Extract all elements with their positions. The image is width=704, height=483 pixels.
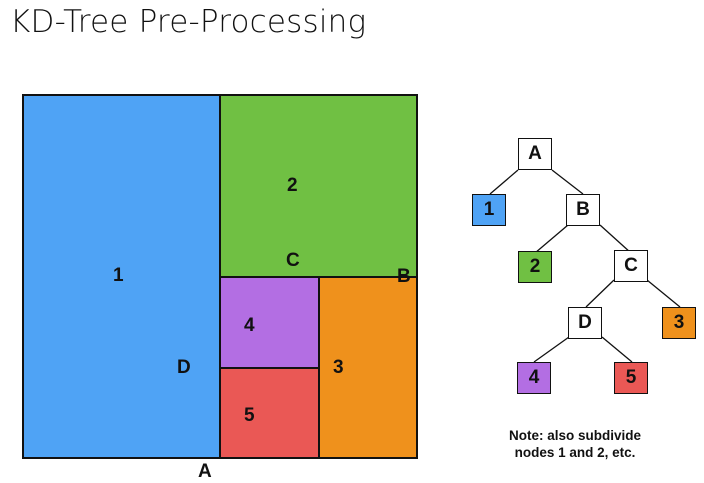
edge-C-D	[585, 279, 615, 308]
split-label-C: C	[286, 250, 300, 271]
edge-A-1	[489, 169, 519, 195]
region-5	[219, 367, 320, 459]
region-label-1: 1	[113, 265, 124, 286]
edge-D-4	[533, 336, 570, 363]
edge-D-5	[601, 336, 633, 363]
tree-node-C: C	[614, 250, 648, 282]
split-label-D: D	[177, 357, 191, 378]
tree-leaf-2: 2	[518, 251, 552, 283]
page-title: KD-Tree Pre-Processing	[10, 4, 367, 40]
region-label-2: 2	[287, 175, 298, 196]
region-1	[22, 94, 221, 459]
edge-B-C	[599, 224, 632, 254]
region-3	[318, 276, 418, 459]
tree-leaf-4: 4	[517, 362, 551, 394]
tree-node-D: D	[568, 307, 602, 339]
region-label-4: 4	[244, 315, 255, 336]
region-4	[219, 276, 320, 369]
tree-node-A: A	[518, 138, 552, 170]
tree-node-B: B	[566, 194, 600, 226]
split-label-B: B	[397, 266, 411, 287]
region-label-5: 5	[244, 405, 255, 426]
tree-leaf-1: 1	[472, 194, 506, 226]
region-label-3: 3	[333, 357, 344, 378]
tree-edges	[489, 169, 681, 363]
note-text: Note: also subdivide nodes 1 and 2, etc.	[508, 428, 642, 460]
tree-leaf-3: 3	[662, 307, 696, 339]
tree-leaf-5: 5	[614, 362, 648, 394]
edge-C-3	[646, 279, 681, 308]
edge-B-2	[534, 224, 569, 254]
edge-A-B	[551, 169, 584, 195]
